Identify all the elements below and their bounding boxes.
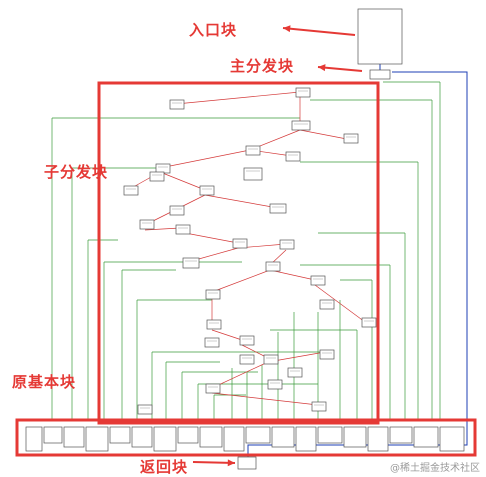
bottom-block-9 xyxy=(223,426,245,452)
graph-node-8 xyxy=(155,163,171,174)
sub-dispatcher-box xyxy=(97,81,380,425)
red-edge-0 xyxy=(175,91,301,105)
bottom-block-4 xyxy=(109,426,131,444)
graph-node-24 xyxy=(206,319,222,330)
arrow-entry-head xyxy=(283,25,291,33)
graph-node-5 xyxy=(343,133,359,144)
bottom-block-6 xyxy=(153,426,177,452)
graph-node-23 xyxy=(319,299,335,310)
arrow-main-dispatcher-head xyxy=(318,64,326,72)
red-edge-9 xyxy=(204,194,279,209)
bottom-block-16 xyxy=(389,426,413,444)
red-edge-23 xyxy=(314,284,366,323)
graph-node-22 xyxy=(205,289,221,300)
bottom-block-10 xyxy=(245,426,271,444)
green-edges xyxy=(51,81,441,420)
bottom-block-5 xyxy=(131,426,153,448)
arrow-return-head xyxy=(227,459,235,467)
bottom-block-14 xyxy=(343,426,367,448)
graph-node-6 xyxy=(245,145,261,156)
graph-node-34 xyxy=(311,401,327,412)
label-main-dispatcher: 主分发块 xyxy=(230,57,295,75)
label-return-block: 返回块 xyxy=(140,458,189,476)
graph-nodes xyxy=(25,8,465,470)
graph-node-10 xyxy=(149,171,165,182)
graph-node-18 xyxy=(279,239,295,250)
bottom-block-3 xyxy=(85,426,109,452)
red-edge-15 xyxy=(269,269,316,281)
graph-node-21 xyxy=(310,275,326,286)
graph-node-32 xyxy=(205,383,221,394)
graph-node-25 xyxy=(239,335,255,346)
arrow-entry-shaft xyxy=(282,27,356,36)
graph-node-0 xyxy=(357,8,403,65)
red-edge-21 xyxy=(211,361,269,389)
bottom-block-11 xyxy=(271,426,295,448)
bottom-block-13 xyxy=(317,426,343,444)
graph-node-4 xyxy=(291,120,311,131)
label-sub-dispatcher: 子分发块 xyxy=(44,163,109,181)
graph-node-17 xyxy=(232,238,248,249)
graph-node-16 xyxy=(175,224,191,235)
graph-node-20 xyxy=(265,261,281,272)
red-edge-16 xyxy=(211,269,271,293)
graph-node-15 xyxy=(139,219,155,230)
graph-node-11 xyxy=(123,185,139,196)
red-edge-18 xyxy=(211,329,243,341)
arrow-main-dispatcher-shaft xyxy=(317,66,363,72)
graph-node-9 xyxy=(243,167,263,181)
return-node xyxy=(237,456,257,470)
blue-edges xyxy=(247,64,468,458)
bottom-block-15 xyxy=(367,426,389,452)
graph-node-14 xyxy=(169,205,185,216)
graph-node-27 xyxy=(204,337,220,348)
label-entry-block: 入口块 xyxy=(189,21,238,39)
graph-node-26 xyxy=(361,317,377,328)
graph-node-33 xyxy=(267,379,283,390)
graph-node-7 xyxy=(285,151,301,162)
red-edge-7 xyxy=(159,171,206,191)
graph-node-29 xyxy=(239,354,255,365)
graph-node-31 xyxy=(287,367,303,378)
watermark: @稀土掘金技术社区 xyxy=(390,463,480,474)
red-edge-10 xyxy=(144,227,181,231)
graph-node-3 xyxy=(169,99,185,110)
annotation-arrows xyxy=(192,25,363,467)
graph-node-35 xyxy=(137,404,153,415)
bottom-block-17 xyxy=(413,426,439,448)
red-edge-4 xyxy=(159,149,251,169)
graph-node-2 xyxy=(295,87,311,98)
highlight-boxes xyxy=(15,81,477,457)
graph-node-28 xyxy=(319,349,335,360)
graph-node-30 xyxy=(263,354,279,365)
red-edge-22 xyxy=(211,392,319,406)
bottom-block-8 xyxy=(199,426,223,448)
basic-blocks-box xyxy=(15,418,477,457)
bottom-block-18 xyxy=(439,426,465,452)
graph-node-12 xyxy=(199,185,215,196)
graph-node-19 xyxy=(182,257,200,269)
bottom-block-12 xyxy=(295,426,317,452)
bottom-block-0 xyxy=(25,426,43,452)
red-edge-2 xyxy=(299,129,353,141)
bottom-block-2 xyxy=(63,426,85,448)
bottom-block-7 xyxy=(177,426,199,444)
label-original-basic-blocks: 原基本块 xyxy=(12,373,77,391)
bottom-block-1 xyxy=(43,426,63,444)
graph-node-13 xyxy=(269,203,287,214)
graph-node-1 xyxy=(369,69,391,80)
blue-edge-return xyxy=(247,71,468,458)
